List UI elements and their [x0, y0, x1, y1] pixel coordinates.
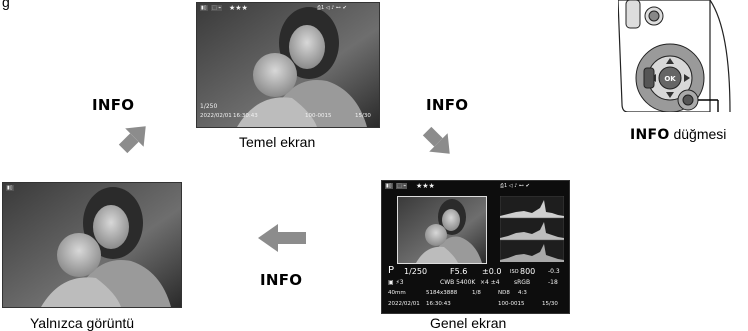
image-only-photo: [3, 183, 181, 307]
basic-file: 100-0015: [305, 113, 332, 119]
overall-file: 100-0015: [498, 301, 525, 307]
overall-iso: 800: [520, 267, 536, 276]
caption-image-only: Yalnızca görüntü: [30, 315, 135, 331]
caption-basic-screen: Temel ekran: [239, 134, 316, 150]
info-label-to-basic: INFO: [92, 96, 135, 114]
overall-shutter: 1/250: [404, 267, 428, 276]
overall-mode: P: [388, 265, 395, 276]
status-icons: ⎙1 ◁ ♪ ⊷ ✔: [500, 183, 530, 189]
overall-ev: ±0.0: [482, 267, 502, 276]
overall-aperture: F5.6: [450, 267, 468, 276]
info-label-to-overall: INFO: [426, 96, 469, 114]
overall-aspect: 4:3: [518, 290, 527, 296]
basic-screen: ▮▯ ⬚ ⌁ ★★★ ⎙1 ◁ ♪ ⊷ ✔ 1/250 2022/02/01 1…: [196, 2, 380, 128]
protect-icon: ⬚ ⌁: [396, 183, 408, 189]
basic-time: 16:30:43: [233, 113, 258, 119]
overall-frac: 1/8: [472, 290, 481, 296]
basic-screen-photo: [197, 3, 379, 127]
overall-colorspace: sRGB: [514, 279, 531, 286]
overall-row2-icons: ▣ ⚡3: [388, 279, 404, 286]
overall-rating: ★★★: [416, 182, 435, 190]
caption-overall-screen: Genel ekran: [430, 315, 507, 331]
status-icons: ⎙1 ◁ ♪ ⊷ ✔: [317, 5, 347, 11]
arrow-up-right-icon: [118, 126, 146, 154]
info-label-to-image-only: INFO: [260, 271, 303, 289]
arrow-down-right-icon: [422, 126, 450, 154]
camera-back-drawing: OK: [617, 0, 731, 130]
overall-focal: 40mm: [388, 290, 406, 296]
arrow-left-icon: [258, 224, 306, 252]
histogram: [500, 196, 564, 262]
overall-size: 5184x3888: [426, 290, 458, 296]
overall-exposure-comp: -0.3: [548, 268, 560, 275]
image-only-screen: ▮▯: [2, 182, 182, 308]
overall-time: 16:30:43: [426, 301, 451, 307]
overall-nd: ND8: [498, 290, 510, 296]
overall-flash-comp: -18: [548, 279, 558, 286]
overall-screen: ▮▯ ⬚ ⌁ ★★★ ⎙1 ◁ ♪ ⊷ ✔ P 1/250 F5.6 ±0.0 …: [381, 180, 570, 314]
battery-icon: ▮▯: [6, 185, 14, 191]
protect-icon: ⬚ ⌁: [211, 5, 223, 11]
svg-text:OK: OK: [664, 75, 676, 83]
overall-wb: CWB 5400K: [440, 279, 476, 286]
basic-date: 2022/02/01: [200, 113, 232, 119]
overall-screen-photo: [397, 196, 487, 264]
caption-info-button: INFO düğmesi: [630, 126, 727, 143]
fragment-text: ğ: [2, 0, 10, 10]
overall-date: 2022/02/01: [388, 301, 420, 307]
overall-ratio: ×4 ±4: [480, 279, 500, 286]
basic-rating: ★★★: [229, 4, 248, 12]
basic-shutter: 1/250: [200, 103, 218, 110]
overall-count: 15/30: [542, 301, 558, 307]
battery-icon: ▮▯: [200, 5, 208, 11]
camera-illustration: OK: [617, 0, 748, 130]
overall-iso-label: ISO: [510, 269, 519, 275]
battery-icon: ▮▯: [385, 183, 393, 189]
basic-count: 15/30: [355, 113, 371, 119]
